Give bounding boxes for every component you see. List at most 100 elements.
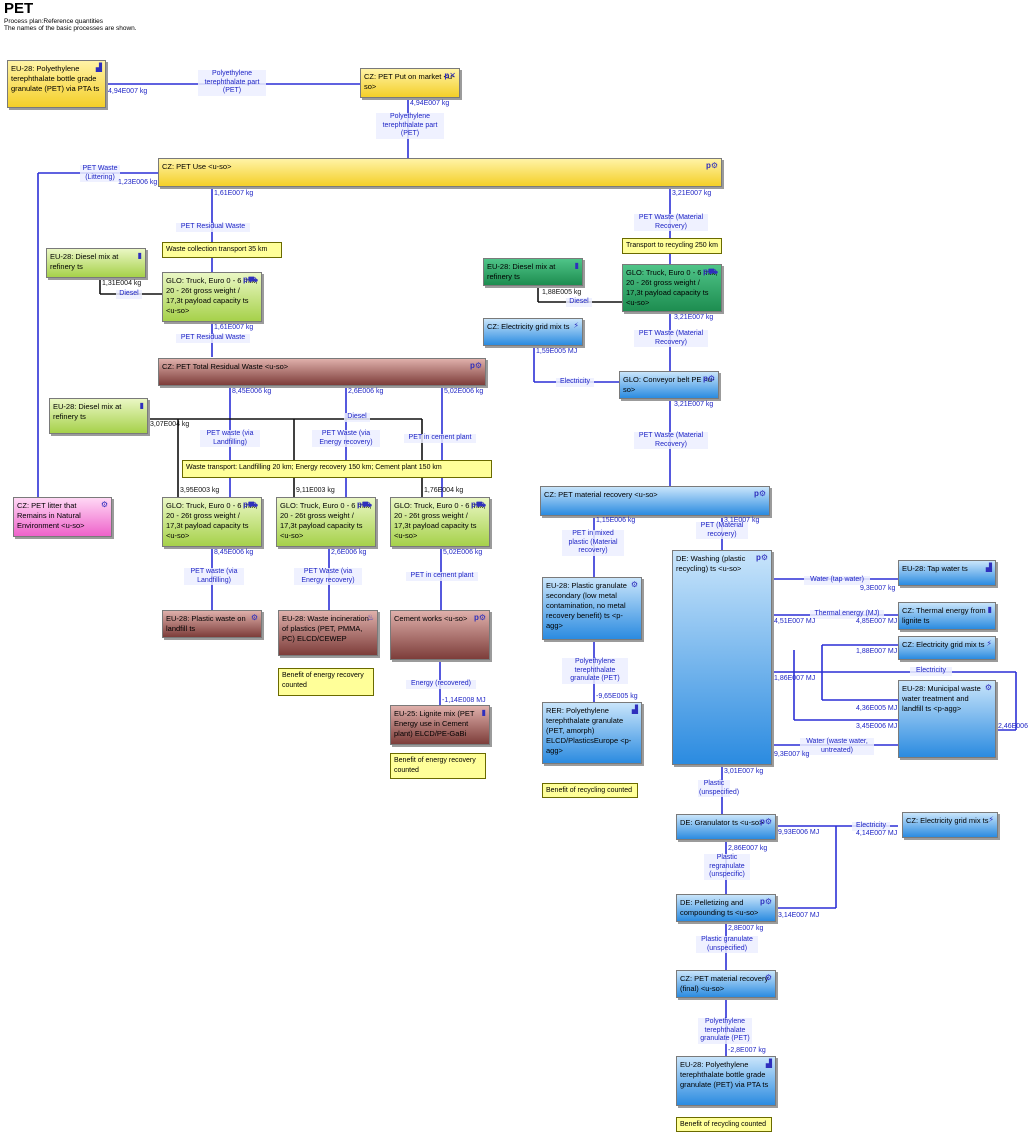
flow-label: PET Waste (Material Recovery): [634, 214, 708, 231]
factory-icon: ▟: [985, 563, 992, 572]
flow-quantity: 4,51E007 MJ: [774, 618, 816, 625]
flow-quantity: 1,23E006 kg: [118, 179, 158, 186]
flow-quantity: 1,31E004 kg: [102, 280, 142, 287]
process-eu25-lignite-mix[interactable]: ▮EU-25: Lignite mix (PET Energy use in C…: [390, 705, 490, 745]
gear-icon: ⚙: [100, 500, 108, 509]
process-de-pelletizing[interactable]: p⚙DE: Pelletizing and compounding ts <u-…: [676, 894, 776, 922]
process-de-washing[interactable]: p⚙DE: Washing (plastic recycling) ts <u-…: [672, 550, 772, 765]
process-cz-pet-material-recovery-final[interactable]: ⚙CZ: PET material recovery (final) <u-so…: [676, 970, 776, 998]
process-glo-truck-3[interactable]: p⛟GLO: Truck, Euro 0 - 6 mix, 20 - 26t g…: [162, 497, 262, 547]
process-cz-thermal-energy[interactable]: ▮CZ: Thermal energy from lignite ts: [898, 602, 996, 630]
process-eu28-pet-granulate-top[interactable]: ▟EU-28: Polyethylene terephthalate bottl…: [7, 60, 106, 108]
note-benefit-recycling-2: Benefit of recycling counted: [676, 1117, 772, 1132]
flow-quantity: 1,59E005 MJ: [536, 348, 578, 355]
flow-quantity: 8,45E006 kg: [232, 388, 272, 395]
flow-quantity: 9,3E007 kg: [774, 751, 810, 758]
process-cz-electricity-1[interactable]: ⚡CZ: Electricity grid mix ts: [483, 318, 583, 346]
process-p-icon: p⚙: [473, 613, 486, 622]
process-cz-put-on-market[interactable]: p✕CZ: PET Put on market <u-so>: [360, 68, 460, 98]
truck-icon: p⛟: [243, 500, 258, 509]
flame-icon: ♨: [366, 613, 374, 622]
flow-label: PET (Material recovery): [696, 522, 748, 539]
flow-label: PET Waste (Material Recovery): [634, 330, 708, 347]
process-glo-truck-5[interactable]: p⛟GLO: Truck, Euro 0 - 6 mix, 20 - 26t g…: [390, 497, 490, 547]
flow-label: PET Residual Waste: [176, 334, 250, 343]
process-eu28-diesel-3[interactable]: ▮EU-28: Diesel mix at refinery ts: [483, 258, 583, 286]
flow-quantity: 4,85E007 MJ: [856, 618, 898, 625]
process-eu28-diesel-2[interactable]: ▮EU-28: Diesel mix at refinery ts: [49, 398, 148, 434]
flow-label: Diesel: [344, 413, 370, 422]
process-cz-electricity-3[interactable]: ⚡CZ: Electricity grid mix ts: [902, 812, 998, 838]
flow-quantity: 2,8E007 kg: [728, 925, 764, 932]
process-rer-pet-granulate[interactable]: ▟RER: Polyethylene terephthalate granula…: [542, 702, 642, 764]
flow-label: Thermal energy (MJ): [810, 610, 884, 619]
process-cz-pet-use[interactable]: p⚙CZ: PET Use <u-so>: [158, 158, 722, 187]
process-eu28-plastic-granulate-secondary[interactable]: ⚙EU-28: Plastic granulate secondary (low…: [542, 577, 642, 640]
flow-label: PET waste (via Landfilling): [184, 568, 244, 585]
process-cz-electricity-2[interactable]: ⚡CZ: Electricity grid mix ts: [898, 636, 996, 660]
flow-label: Diesel: [116, 290, 142, 299]
flow-label: PET Waste (via Energy recovery): [294, 568, 362, 585]
flow-label: Plastic (unspecified): [698, 780, 740, 797]
flow-label: PET Waste (Material Recovery): [634, 432, 708, 449]
flow-label: PET in cement plant: [404, 434, 476, 443]
flow-quantity: 5,02E006 kg: [443, 549, 483, 556]
process-p-icon: p⚙: [705, 161, 718, 170]
factory-icon: ▟: [631, 705, 638, 714]
flow-quantity: 3,95E003 kg: [180, 487, 220, 494]
flow-quantity: 3,07E004 kg: [150, 421, 190, 428]
flow-label: PET waste (via Landfilling): [200, 430, 260, 447]
process-de-granulator[interactable]: p⚙DE: Granulator ts <u-so>: [676, 814, 776, 840]
process-p-icon: p✕: [444, 71, 456, 80]
flow-quantity: 9,93E006 MJ: [778, 829, 820, 836]
fuel-icon: ▮: [481, 708, 486, 717]
process-cz-total-residual-waste[interactable]: p⚙CZ: PET Total Residual Waste <u-so>: [158, 358, 486, 386]
process-eu28-tap-water[interactable]: ▟EU-28: Tap water ts: [898, 560, 996, 586]
process-glo-truck-4[interactable]: p⛟GLO: Truck, Euro 0 - 6 mix, 20 - 26t g…: [276, 497, 376, 547]
process-glo-conveyor-belt[interactable]: p⚙GLO: Conveyor belt PE <u-so>: [619, 371, 719, 399]
process-cz-pet-litter[interactable]: ⚙CZ: PET litter that Remains in Natural …: [13, 497, 112, 537]
flow-quantity: 1,86E007 MJ: [774, 675, 816, 682]
process-cement-works[interactable]: p⚙Cement works <u-so>: [390, 610, 490, 660]
process-eu28-waste-incineration[interactable]: ♨EU-28: Waste incineration of plastics (…: [278, 610, 378, 656]
flow-quantity: 4,94E007 kg: [410, 100, 450, 107]
flow-quantity: 1,15E006 kg: [596, 517, 636, 524]
process-glo-truck-2[interactable]: p⛟GLO: Truck, Euro 0 - 6 mix, 20 - 26t g…: [622, 264, 722, 312]
lightning-icon: ⚡: [573, 321, 579, 330]
process-p-icon: p⚙: [759, 817, 772, 826]
flow-label: Electricity: [852, 822, 890, 831]
process-eu28-municipal-waste-water[interactable]: ⚙EU-28: Municipal waste water treatment …: [898, 680, 996, 758]
note-benefit-energy-2: Benefit of energy recovery counted: [390, 753, 486, 779]
flow-label: PET Waste (Littering): [80, 165, 120, 182]
process-p-icon: p⚙: [753, 489, 766, 498]
flow-label: Plastic regranulate (unspecific): [704, 854, 750, 880]
fuel-icon: ▮: [574, 261, 579, 270]
fuel-icon: ▮: [139, 401, 144, 410]
process-eu28-plastic-landfill[interactable]: ⚙EU-28: Plastic waste on landfill ts: [162, 610, 262, 638]
flow-label: Polyethylene terephthalate granulate (PE…: [698, 1018, 752, 1044]
process-eu28-pet-granulate-bottom[interactable]: ▟EU-28: Polyethylene terephthalate bottl…: [676, 1056, 776, 1106]
flow-label: Electricity: [556, 378, 594, 387]
flow-label: Plastic granulate (unspecified): [696, 936, 758, 953]
flow-label: Electricity: [910, 667, 952, 676]
note-benefit-recycling-1: Benefit of recycling counted: [542, 783, 638, 798]
process-eu28-diesel-1[interactable]: ▮EU-28: Diesel mix at refinery ts: [46, 248, 146, 278]
truck-icon: p⛟: [243, 275, 258, 284]
flow-quantity: -2,8E007 kg: [728, 1047, 766, 1054]
gear-icon: ⚙: [630, 580, 638, 589]
gear-icon: ⚙: [250, 613, 258, 622]
process-cz-pet-material-recovery[interactable]: p⚙CZ: PET material recovery <u-so>: [540, 486, 770, 516]
process-glo-truck-1[interactable]: p⛟GLO: Truck, Euro 0 - 6 mix, 20 - 26t g…: [162, 272, 262, 322]
flow-label: PET Residual Waste: [176, 223, 250, 232]
flow-quantity: 2,86E007 kg: [728, 845, 768, 852]
flow-quantity: -9,65E005 kg: [596, 693, 638, 700]
flow-quantity: 3,14E007 MJ: [778, 912, 820, 919]
note-waste-transport: Waste transport: Landfilling 20 km; Ener…: [182, 460, 492, 478]
process-p-icon: p⚙: [755, 553, 768, 562]
flow-label: Energy (recovered): [406, 680, 476, 689]
flow-quantity: 9,3E007 kg: [860, 585, 896, 592]
flow-quantity: 1,88E007 MJ: [856, 648, 898, 655]
page-subtitle-names: The names of the basic processes are sho…: [4, 25, 137, 32]
flow-label: Diesel: [566, 298, 592, 307]
truck-icon: p⛟: [357, 500, 372, 509]
